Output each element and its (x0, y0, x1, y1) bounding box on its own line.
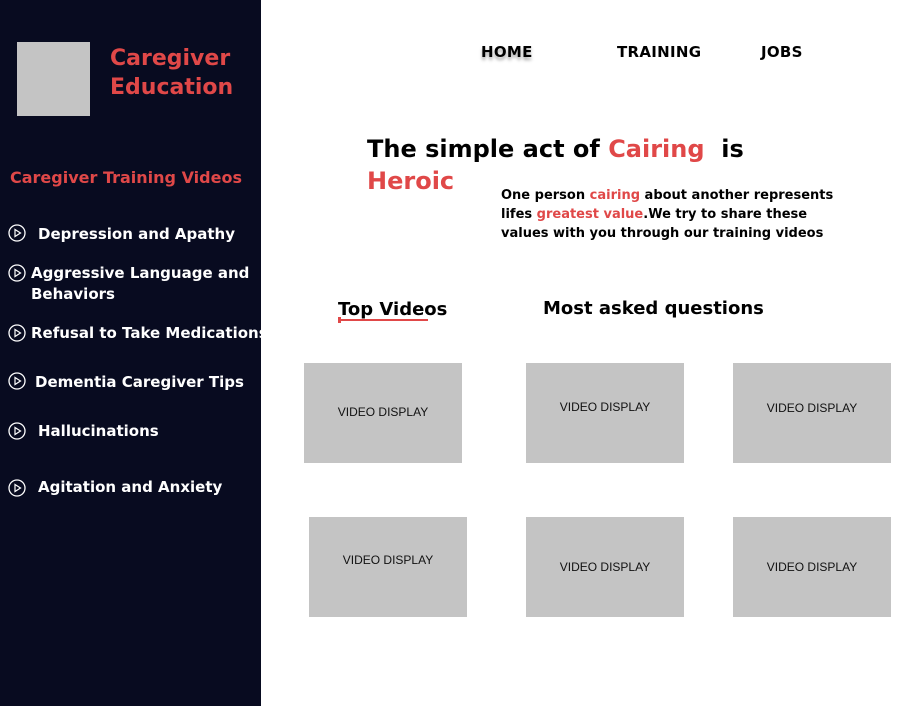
video-display-label: VIDEO DISPLAY (559, 400, 651, 414)
sidebar-item-label: Aggressive Language and Behaviors (31, 264, 250, 303)
sidebar-item-label: Hallucinations (38, 422, 159, 440)
sidebar: Caregiver Education Caregiver Training V… (0, 0, 268, 706)
hero-highlight: Cairing (608, 135, 705, 163)
sidebar-item-label: Agitation and Anxiety (38, 478, 223, 496)
hero-prefix: The simple act of (367, 135, 609, 163)
tagline: One person cairing about another represe… (501, 186, 851, 243)
sidebar-item-label: Refusal to Take Medications (31, 324, 268, 342)
tagline-text: about another represents lifes (501, 188, 834, 222)
play-circle-icon (8, 324, 26, 342)
video-display-label: VIDEO DISPLAY (337, 405, 429, 419)
video-display[interactable]: VIDEO DISPLAY (309, 517, 467, 617)
play-circle-icon (8, 264, 26, 282)
nav-jobs[interactable]: JOBS (761, 43, 803, 61)
sidebar-section-title: Caregiver Training Videos (10, 168, 242, 187)
play-circle-icon (8, 422, 26, 440)
nav-home[interactable]: HOME (481, 43, 533, 61)
sidebar-item-label: Depression and Apathy (38, 225, 235, 243)
hero-suffix: is (704, 135, 744, 163)
logo-placeholder (17, 42, 90, 116)
tagline-text: One person (501, 188, 590, 203)
play-circle-icon (8, 372, 26, 390)
hero-line2: Heroic (367, 167, 455, 195)
tagline-highlight: greatest value (536, 207, 644, 222)
video-display[interactable]: VIDEO DISPLAY (733, 363, 891, 463)
hero-headline: The simple act of Cairing is Heroic (367, 133, 747, 197)
video-display-label: VIDEO DISPLAY (559, 560, 651, 574)
tagline-text: .We try to share these values with you t… (501, 207, 824, 241)
video-display-label: VIDEO DISPLAY (342, 553, 434, 567)
video-display[interactable]: VIDEO DISPLAY (526, 363, 684, 463)
play-circle-icon (8, 224, 26, 242)
most-asked-heading: Most asked questions (543, 298, 764, 319)
video-display[interactable]: VIDEO DISPLAY (526, 517, 684, 617)
nav-training[interactable]: TRAINING (617, 43, 702, 61)
play-circle-icon (8, 479, 26, 497)
brand-title: Caregiver Education (110, 46, 234, 100)
sidebar-item-label: Dementia Caregiver Tips (35, 373, 244, 391)
video-display[interactable]: VIDEO DISPLAY (733, 517, 891, 617)
video-display-label: VIDEO DISPLAY (766, 560, 858, 574)
tagline-highlight: cairing (589, 188, 641, 203)
top-videos-underline (338, 317, 428, 323)
top-videos-heading: Top Videos (338, 299, 448, 320)
video-display[interactable]: VIDEO DISPLAY (304, 363, 462, 463)
video-display-label: VIDEO DISPLAY (766, 401, 858, 415)
